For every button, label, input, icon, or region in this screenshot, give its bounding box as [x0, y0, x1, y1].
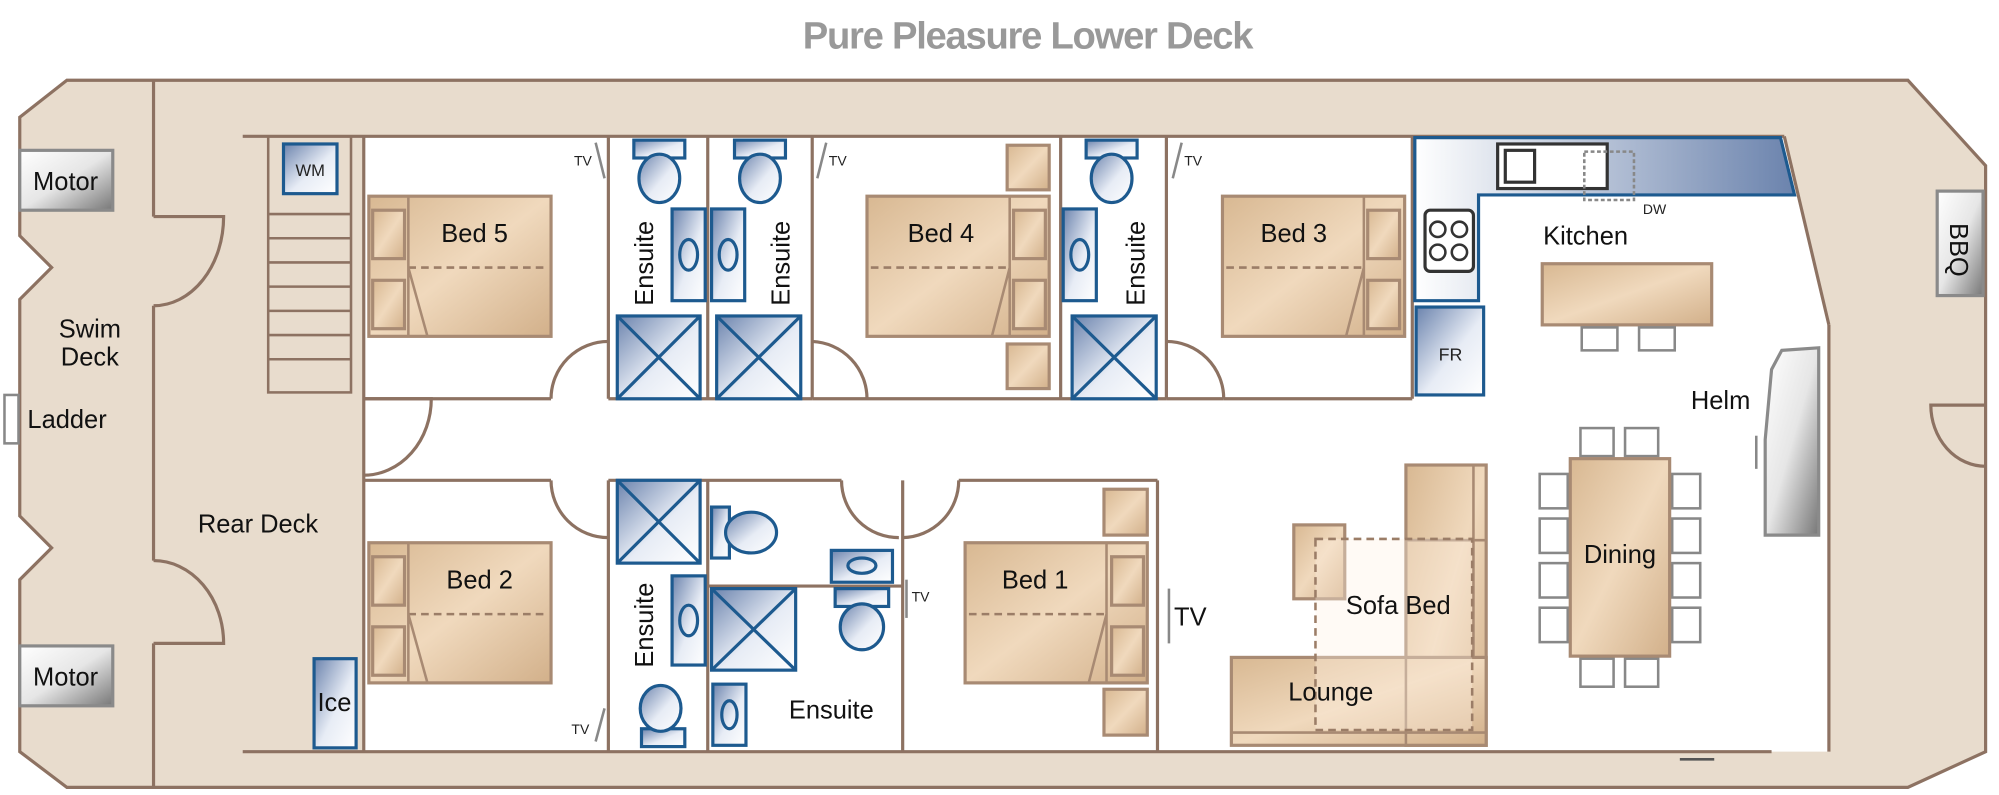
- nightstand: [1102, 487, 1149, 537]
- sofa-bed-label: Sofa Bed: [1346, 592, 1451, 620]
- door-arc: [812, 339, 869, 399]
- cooktop: [1423, 208, 1476, 273]
- bed-5-label: Bed 5: [441, 220, 508, 248]
- sofa-bed-outline: [1314, 537, 1474, 732]
- dishwasher: [1583, 150, 1636, 202]
- door-arc: [902, 480, 961, 540]
- bed-2-label: Bed 2: [446, 567, 513, 595]
- bed-3-label: Bed 3: [1261, 220, 1328, 248]
- helm-console: [1763, 346, 1821, 537]
- dw-label: DW: [1643, 201, 1667, 217]
- swim-deck-label: Swim: [59, 316, 121, 344]
- tv-label: TV: [1184, 153, 1203, 169]
- ladder: [3, 393, 20, 445]
- ladder-label: Ladder: [27, 406, 107, 434]
- motor-top-label: Motor: [33, 168, 99, 196]
- dining-table: [1568, 457, 1672, 658]
- ensuite-label: Ensuite: [767, 221, 795, 306]
- rear-deck-label: Rear Deck: [198, 511, 319, 539]
- nightstand: [1005, 342, 1051, 391]
- door-arc: [839, 480, 899, 540]
- ice-label: Ice: [317, 689, 351, 717]
- motor-bottom: [18, 644, 115, 708]
- nightstand: [1102, 687, 1149, 737]
- bed-4-label: Bed 4: [908, 220, 975, 248]
- kitchen-island: [1540, 262, 1714, 327]
- door-arc: [1166, 339, 1226, 399]
- dining-label: Dining: [1584, 541, 1656, 569]
- page-title: Pure Pleasure Lower Deck: [803, 14, 1255, 57]
- tv-label: TV: [912, 588, 931, 604]
- bed-2: [367, 541, 553, 685]
- tv-label: TV: [1174, 604, 1207, 632]
- ensuite-label: Ensuite: [631, 583, 659, 668]
- stairs[interactable]: [266, 135, 353, 394]
- bed-5: [367, 194, 553, 338]
- washing-machine: [281, 142, 339, 196]
- wm-label: WM: [296, 161, 325, 180]
- swim-deck-label: Deck: [61, 344, 119, 372]
- ottoman: [1292, 523, 1347, 601]
- bed-1-label: Bed 1: [1002, 567, 1069, 595]
- bed-3: [1220, 194, 1407, 338]
- ensuite-label: Ensuite: [789, 697, 874, 725]
- dining-chairs: [1538, 426, 1702, 688]
- bed-4: [865, 194, 1051, 338]
- door-arc: [549, 339, 609, 399]
- door-arc: [1929, 403, 1986, 468]
- bbq-label: BBQ: [1944, 223, 1972, 277]
- ensuite-label: Ensuite: [1123, 221, 1151, 306]
- ensuite-fixtures: [615, 138, 1158, 749]
- nightstand: [1005, 143, 1051, 192]
- door-arc: [153, 558, 226, 645]
- bbq: [1935, 189, 1985, 298]
- tv-label: TV: [829, 153, 848, 169]
- kitchen-label: Kitchen: [1543, 223, 1628, 251]
- motor-bottom-label: Motor: [33, 663, 99, 691]
- door-arc: [153, 214, 226, 308]
- fridge: [1414, 305, 1486, 397]
- bed-1: [963, 541, 1149, 685]
- lounge-label: Lounge: [1288, 679, 1373, 707]
- door-arc: [363, 397, 433, 477]
- ensuite-label: Ensuite: [631, 221, 659, 306]
- door-arc: [549, 480, 609, 540]
- fr-label: FR: [1439, 345, 1463, 365]
- motor-top: [18, 148, 115, 212]
- helm-label: Helm: [1691, 387, 1750, 415]
- tv-label: TV: [571, 721, 590, 737]
- tv-label: TV: [574, 153, 593, 169]
- ice-machine: [312, 657, 358, 750]
